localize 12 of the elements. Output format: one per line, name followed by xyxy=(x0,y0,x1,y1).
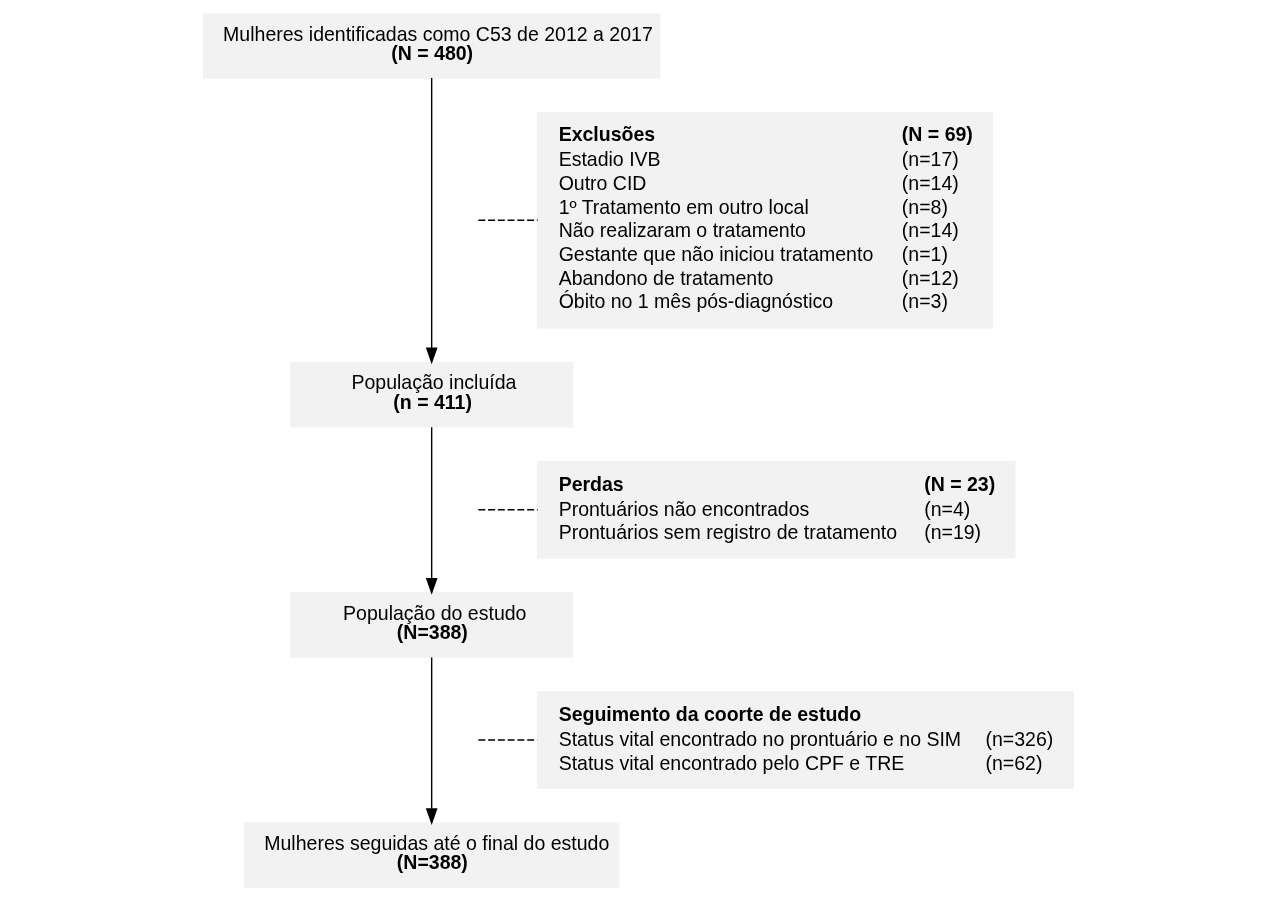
arrow xyxy=(425,656,438,826)
arrow xyxy=(425,77,438,365)
node-box: Mulheres seguidas até o final do estudo (N=388) xyxy=(244,822,620,888)
node-box: Seguimento da coorte de estudo Status vital encontrado no prontuário e no SIM (n=326) Status vital encontrado pelo CPF e TRE (n=62) xyxy=(537,691,1075,789)
connector xyxy=(477,509,539,511)
connector xyxy=(477,219,539,221)
node-box: População do estudo (N=388) xyxy=(290,592,574,658)
node-box: Perdas (N = 23) Prontuários não encontrados (n=4) Prontuários sem registro de tratamento (n=19) xyxy=(537,460,1016,559)
arrow xyxy=(425,426,438,595)
node-box: População incluída (n = 411) xyxy=(290,361,574,428)
node-box: Exclusões (N = 69) Estadio IVB (n=17) Outro CID (n=14) 1º Tratamento em outro local (n=8) Não realizaram o tratamento (n=14) Gestante que não iniciou tratamento (n=1) Abandono de tratamento (n=12) Óbito no 1 mês pós-diagnóstico (n=3) xyxy=(537,112,994,329)
node-box: Mulheres identificadas como C53 de 2012 a 2017 (N = 480) xyxy=(202,13,661,79)
